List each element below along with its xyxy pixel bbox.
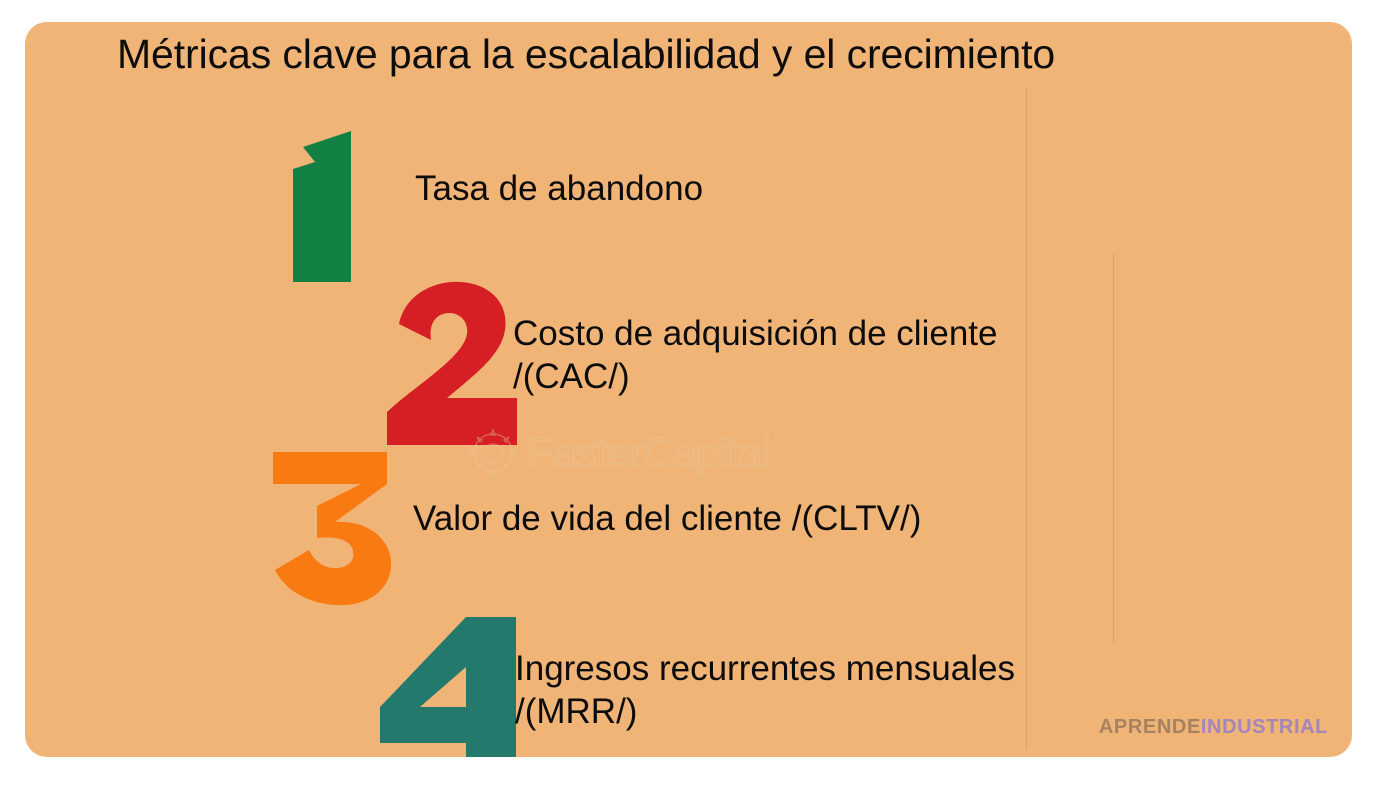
infographic-card: Métricas clave para la escalabilidad y e… bbox=[25, 22, 1352, 757]
metric-number-2 bbox=[387, 280, 517, 445]
metric-number-4 bbox=[380, 615, 520, 757]
brand-part-two: INDUSTRIAL bbox=[1200, 716, 1328, 738]
metric-number-3 bbox=[269, 450, 395, 605]
page-title: Métricas clave para la escalabilidad y e… bbox=[117, 31, 1056, 77]
metric-label-1: Tasa de abandono bbox=[415, 169, 704, 208]
metric-row-3[interactable]: Valor de vida del cliente /(CLTV/) bbox=[25, 450, 1352, 605]
brand-logo: APRENDEINDUSTRIAL bbox=[1099, 716, 1328, 739]
metric-label-3: Valor de vida del cliente /(CLTV/) bbox=[413, 499, 922, 538]
metric-label-2: Costo de adquisición de cliente /(CAC/) bbox=[513, 314, 998, 396]
guide-line-right bbox=[1113, 254, 1114, 644]
metric-row-2[interactable]: Costo de adquisición de cliente /(CAC/) bbox=[25, 280, 1352, 445]
metric-number-1 bbox=[293, 129, 413, 282]
metric-row-4[interactable]: Ingresos recurrentes mensuales /(MRR/) bbox=[25, 615, 1352, 757]
metric-label-4: Ingresos recurrentes mensuales /(MRR/) bbox=[515, 649, 1015, 731]
brand-part-one: APRENDE bbox=[1098, 716, 1201, 738]
guide-line-left bbox=[1026, 88, 1027, 750]
metric-row-1[interactable]: Tasa de abandono bbox=[25, 129, 1352, 282]
